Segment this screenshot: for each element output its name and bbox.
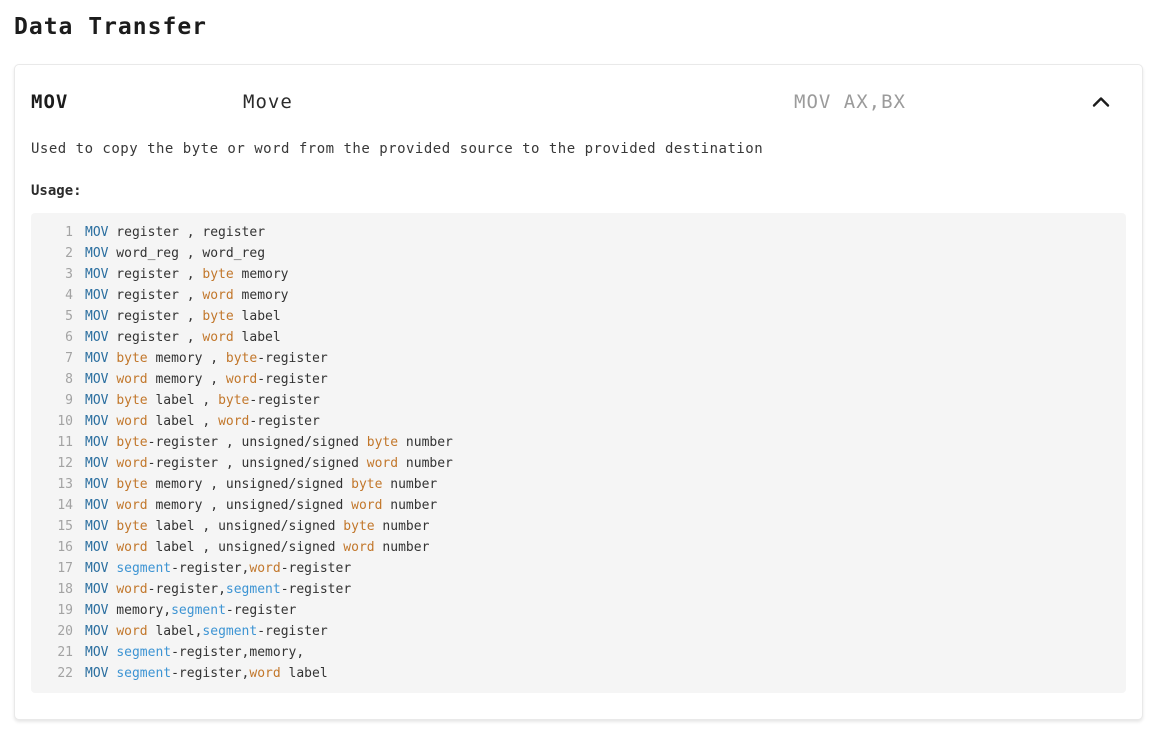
code-text: MOV word memory , word-register — [85, 372, 328, 387]
code-line: 15 MOV byte label , unsigned/signed byte … — [43, 516, 1110, 537]
code-text: MOV segment-register,word label — [85, 666, 328, 681]
code-line: 7 MOV byte memory , byte-register — [43, 348, 1110, 369]
line-number: 7 — [65, 351, 73, 366]
code-line: 4 MOV register , word memory — [43, 285, 1110, 306]
instruction-card-header[interactable]: MOV Move MOV AX,BX — [31, 91, 1126, 113]
code-text: MOV byte label , unsigned/signed byte nu… — [85, 519, 430, 534]
line-number: 21 — [57, 645, 73, 660]
code-line: 18 MOV word-register,segment-register — [43, 579, 1110, 600]
code-text: MOV segment-register,word-register — [85, 561, 352, 576]
code-line: 17 MOV segment-register,word-register — [43, 558, 1110, 579]
code-text: MOV byte memory , byte-register — [85, 351, 328, 366]
code-line: 9 MOV byte label , byte-register — [43, 390, 1110, 411]
line-number: 16 — [57, 540, 73, 555]
page: Data Transfer MOV Move MOV AX,BX Used to… — [14, 14, 1143, 720]
code-line: 14 MOV word memory , unsigned/signed word… — [43, 495, 1110, 516]
code-text: MOV word label,segment-register — [85, 624, 328, 639]
line-number: 11 — [57, 435, 73, 450]
code-text: MOV register , word memory — [85, 288, 289, 303]
code-text: MOV word-register , unsigned/signed word… — [85, 456, 453, 471]
code-text: MOV word label , word-register — [85, 414, 320, 429]
line-number: 13 — [57, 477, 73, 492]
line-number: 20 — [57, 624, 73, 639]
instruction-example: MOV AX,BX — [794, 91, 906, 113]
line-number: 22 — [57, 666, 73, 681]
usage-label: Usage: — [31, 183, 82, 199]
page-title: Data Transfer — [14, 14, 208, 40]
line-number: 2 — [65, 246, 73, 261]
code-text: MOV memory,segment-register — [85, 603, 297, 618]
code-line: 19 MOV memory,segment-register — [43, 600, 1110, 621]
code-line: 13 MOV byte memory , unsigned/signed byte… — [43, 474, 1110, 495]
code-text: MOV register , byte memory — [85, 267, 289, 282]
instruction-mnemonic: MOV — [31, 91, 69, 113]
code-line: 5 MOV register , byte label — [43, 306, 1110, 327]
code-text: MOV word memory , unsigned/signed word n… — [85, 498, 438, 513]
code-text: MOV byte label , byte-register — [85, 393, 320, 408]
code-text: MOV byte-register , unsigned/signed byte… — [85, 435, 453, 450]
code-line: 22 MOV segment-register,word label — [43, 663, 1110, 684]
code-line: 16 MOV word label , unsigned/signed word … — [43, 537, 1110, 558]
code-line: 20 MOV word label,segment-register — [43, 621, 1110, 642]
code-line: 8 MOV word memory , word-register — [43, 369, 1110, 390]
code-line: 21 MOV segment-register,memory, — [43, 642, 1110, 663]
code-line: 1 MOV register , register — [43, 222, 1110, 243]
instruction-description: Used to copy the byte or word from the p… — [31, 141, 764, 157]
instruction-name: Move — [243, 91, 293, 113]
code-text: MOV word label , unsigned/signed word nu… — [85, 540, 430, 555]
code-line: 3 MOV register , byte memory — [43, 264, 1110, 285]
line-number: 12 — [57, 456, 73, 471]
line-number: 6 — [65, 330, 73, 345]
line-number: 3 — [65, 267, 73, 282]
line-number: 17 — [57, 561, 73, 576]
line-number: 14 — [57, 498, 73, 513]
chevron-up-icon[interactable] — [1088, 91, 1114, 113]
line-number: 18 — [57, 582, 73, 597]
code-text: MOV byte memory , unsigned/signed byte n… — [85, 477, 438, 492]
code-line: 11 MOV byte-register , unsigned/signed by… — [43, 432, 1110, 453]
line-number: 9 — [65, 393, 73, 408]
code-text: MOV segment-register,memory, — [85, 645, 305, 660]
code-line: 12 MOV word-register , unsigned/signed wo… — [43, 453, 1110, 474]
line-number: 15 — [57, 519, 73, 534]
code-line: 6 MOV register , word label — [43, 327, 1110, 348]
line-number: 1 — [65, 225, 73, 240]
code-line: 2 MOV word_reg , word_reg — [43, 243, 1110, 264]
line-number: 8 — [65, 372, 73, 387]
code-text: MOV register , register — [85, 225, 266, 240]
line-number: 19 — [57, 603, 73, 618]
line-number: 5 — [65, 309, 73, 324]
code-text: MOV word_reg , word_reg — [85, 246, 266, 261]
code-text: MOV word-register,segment-register — [85, 582, 352, 597]
usage-code-block: 1 MOV register , register 2 MOV word_reg , … — [31, 213, 1126, 693]
instruction-card: MOV Move MOV AX,BX Used to copy the byte… — [14, 64, 1143, 720]
code-text: MOV register , byte label — [85, 309, 281, 324]
code-text: MOV register , word label — [85, 330, 281, 345]
code-line: 10 MOV word label , word-register — [43, 411, 1110, 432]
line-number: 4 — [65, 288, 73, 303]
line-number: 10 — [57, 414, 73, 429]
